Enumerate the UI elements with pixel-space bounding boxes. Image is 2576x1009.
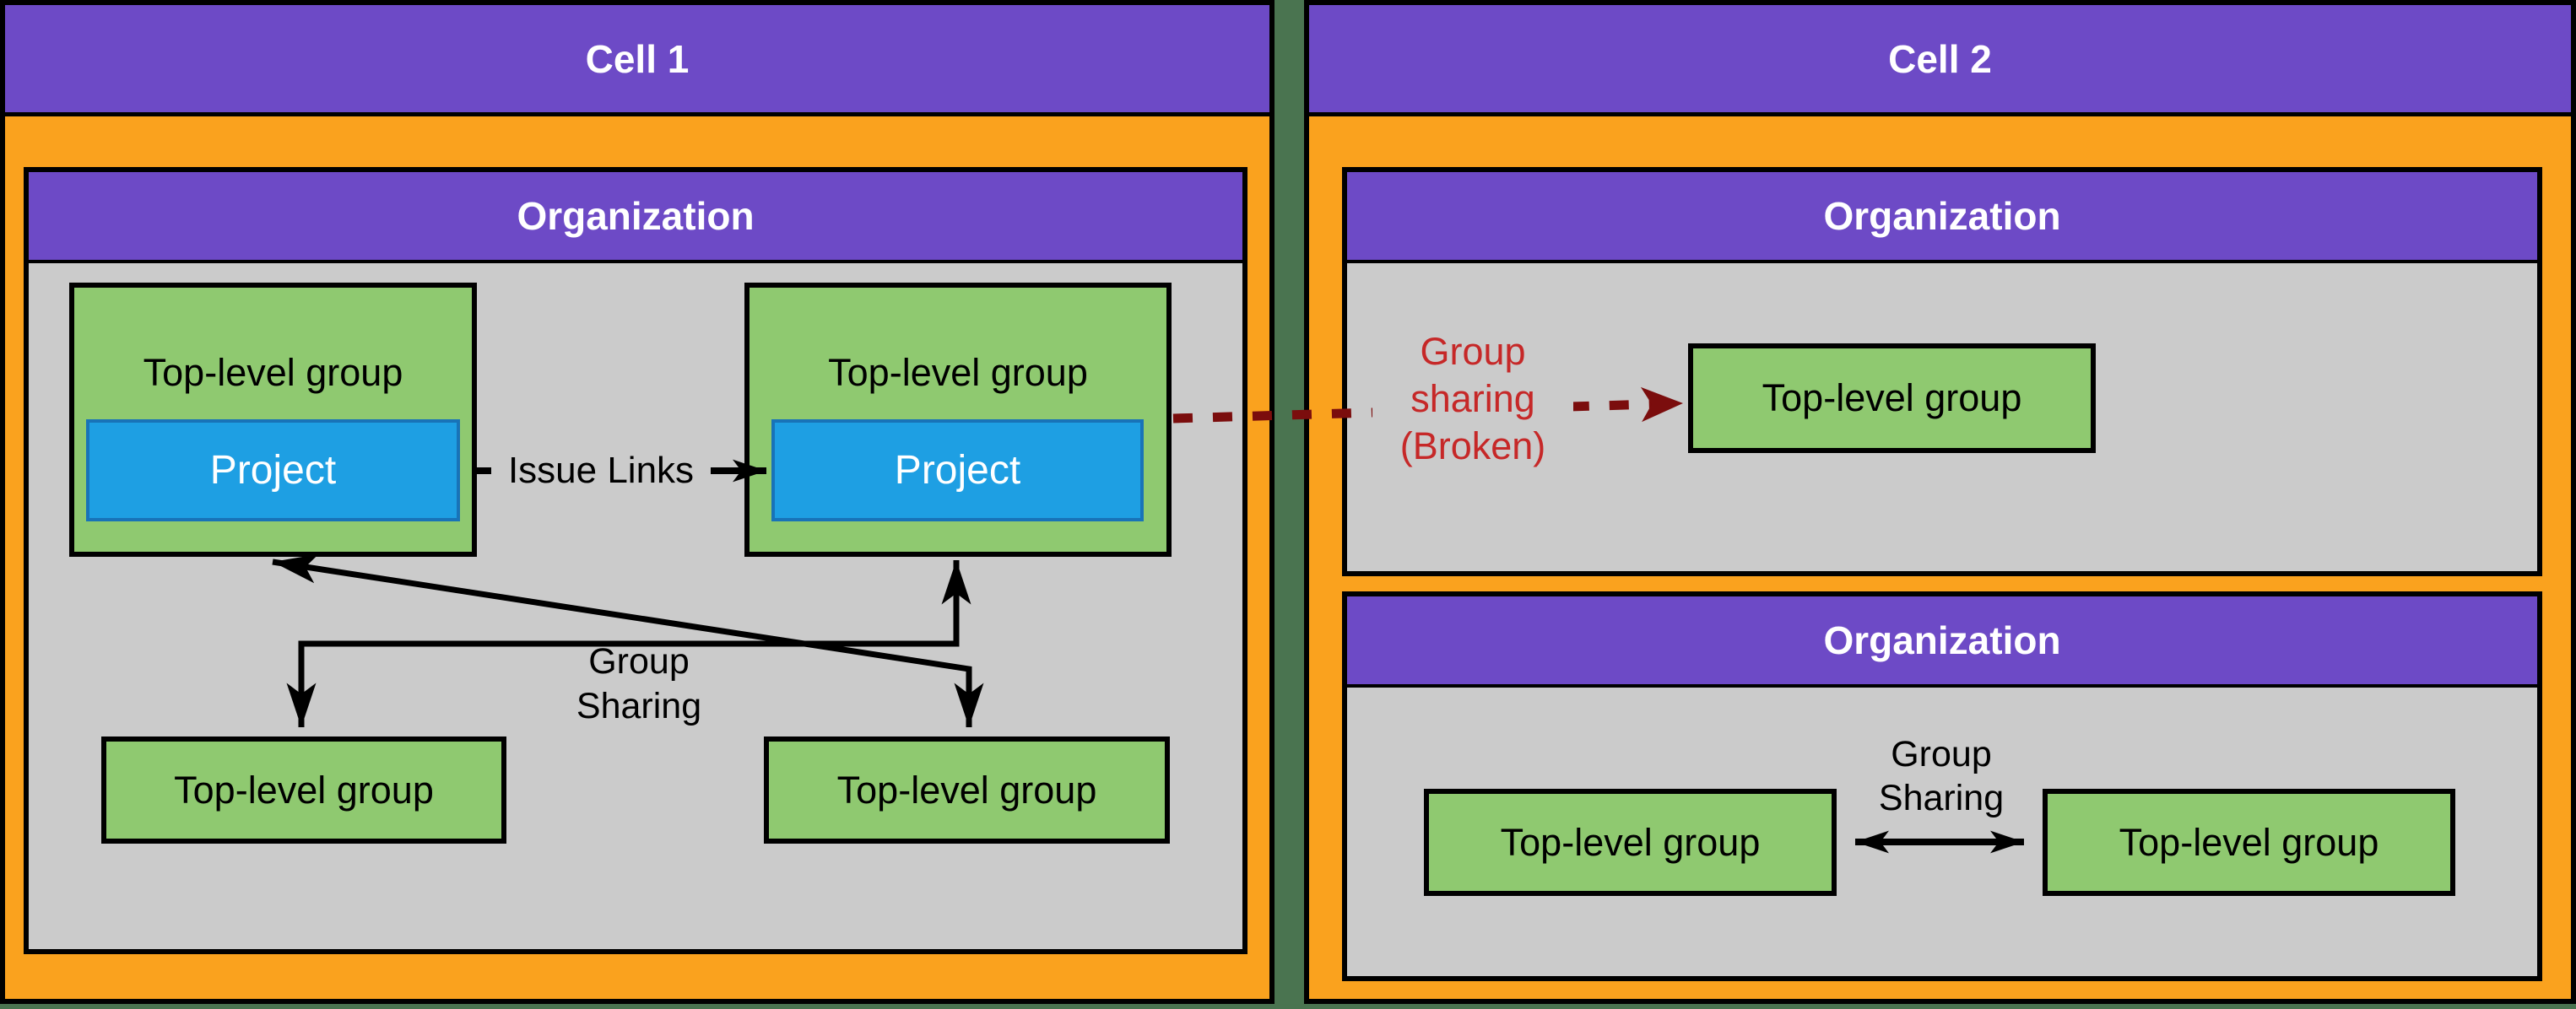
cell2-org2-group-2-label: Top-level group [2119,820,2379,864]
broken-group-sharing-label: Group sharing (Broken) [1372,328,1573,472]
cell2-title: Cell 2 [1888,36,1992,81]
cell1-title: Cell 1 [585,36,690,81]
cell1-top-group-2-label: Top-level group [828,351,1088,394]
cell2-organization-1-title: Organization [1823,194,2061,238]
cell1-bottom-group-2-label: Top-level group [836,768,1097,812]
cell2-org1-group-label: Top-level group [1762,376,2022,419]
cell1-header: Cell 1 [5,5,1269,116]
cell1-group-sharing-label: Group Sharing [576,641,702,726]
cell1-organization-title: Organization [517,194,755,238]
cell1-project-2: Project [771,419,1144,521]
cell2-org2-group-1: Top-level group [1424,789,1837,896]
cell1-project-1: Project [86,419,460,521]
cell2-org2-group-1-label: Top-level group [1500,820,1761,864]
cell1-organization-header: Organization [29,172,1242,263]
cell1-bottom-group-1-label: Top-level group [174,768,434,812]
cell2-org1-group: Top-level group [1688,343,2096,453]
cell2-organization-2-title: Organization [1823,618,2061,662]
cell1-bottom-group-2: Top-level group [764,737,1170,844]
cell2-header: Cell 2 [1309,5,2571,116]
cell2-organization-2-header: Organization [1347,596,2537,688]
cell1-bottom-group-1: Top-level group [101,737,506,844]
cell2-organization-1-header: Organization [1347,172,2537,263]
cell1-project-1-label: Project [209,448,337,493]
cell2-group-sharing-label: Group Sharing [1878,734,2005,818]
cell1-top-group-1-label: Top-level group [143,351,403,394]
issue-links-label: Issue Links [491,445,711,496]
cell1-project-2-label: Project [894,448,1021,493]
cell2-org2-group-2: Top-level group [2043,789,2455,896]
